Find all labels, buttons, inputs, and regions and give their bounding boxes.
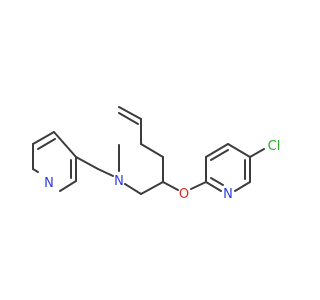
ether-oxygen-label: O bbox=[179, 187, 189, 202]
chlorine-label: Cl bbox=[268, 139, 281, 154]
pyridine-right-nitrogen-label: N bbox=[223, 187, 233, 202]
atom-labels: N N O N Cl bbox=[44, 139, 280, 202]
bonds bbox=[32, 106, 265, 195]
pyridine-left-nitrogen-label: N bbox=[44, 176, 54, 191]
amine-nitrogen-label: N bbox=[114, 174, 124, 189]
molecule-structure: N N O N Cl bbox=[32, 106, 280, 202]
